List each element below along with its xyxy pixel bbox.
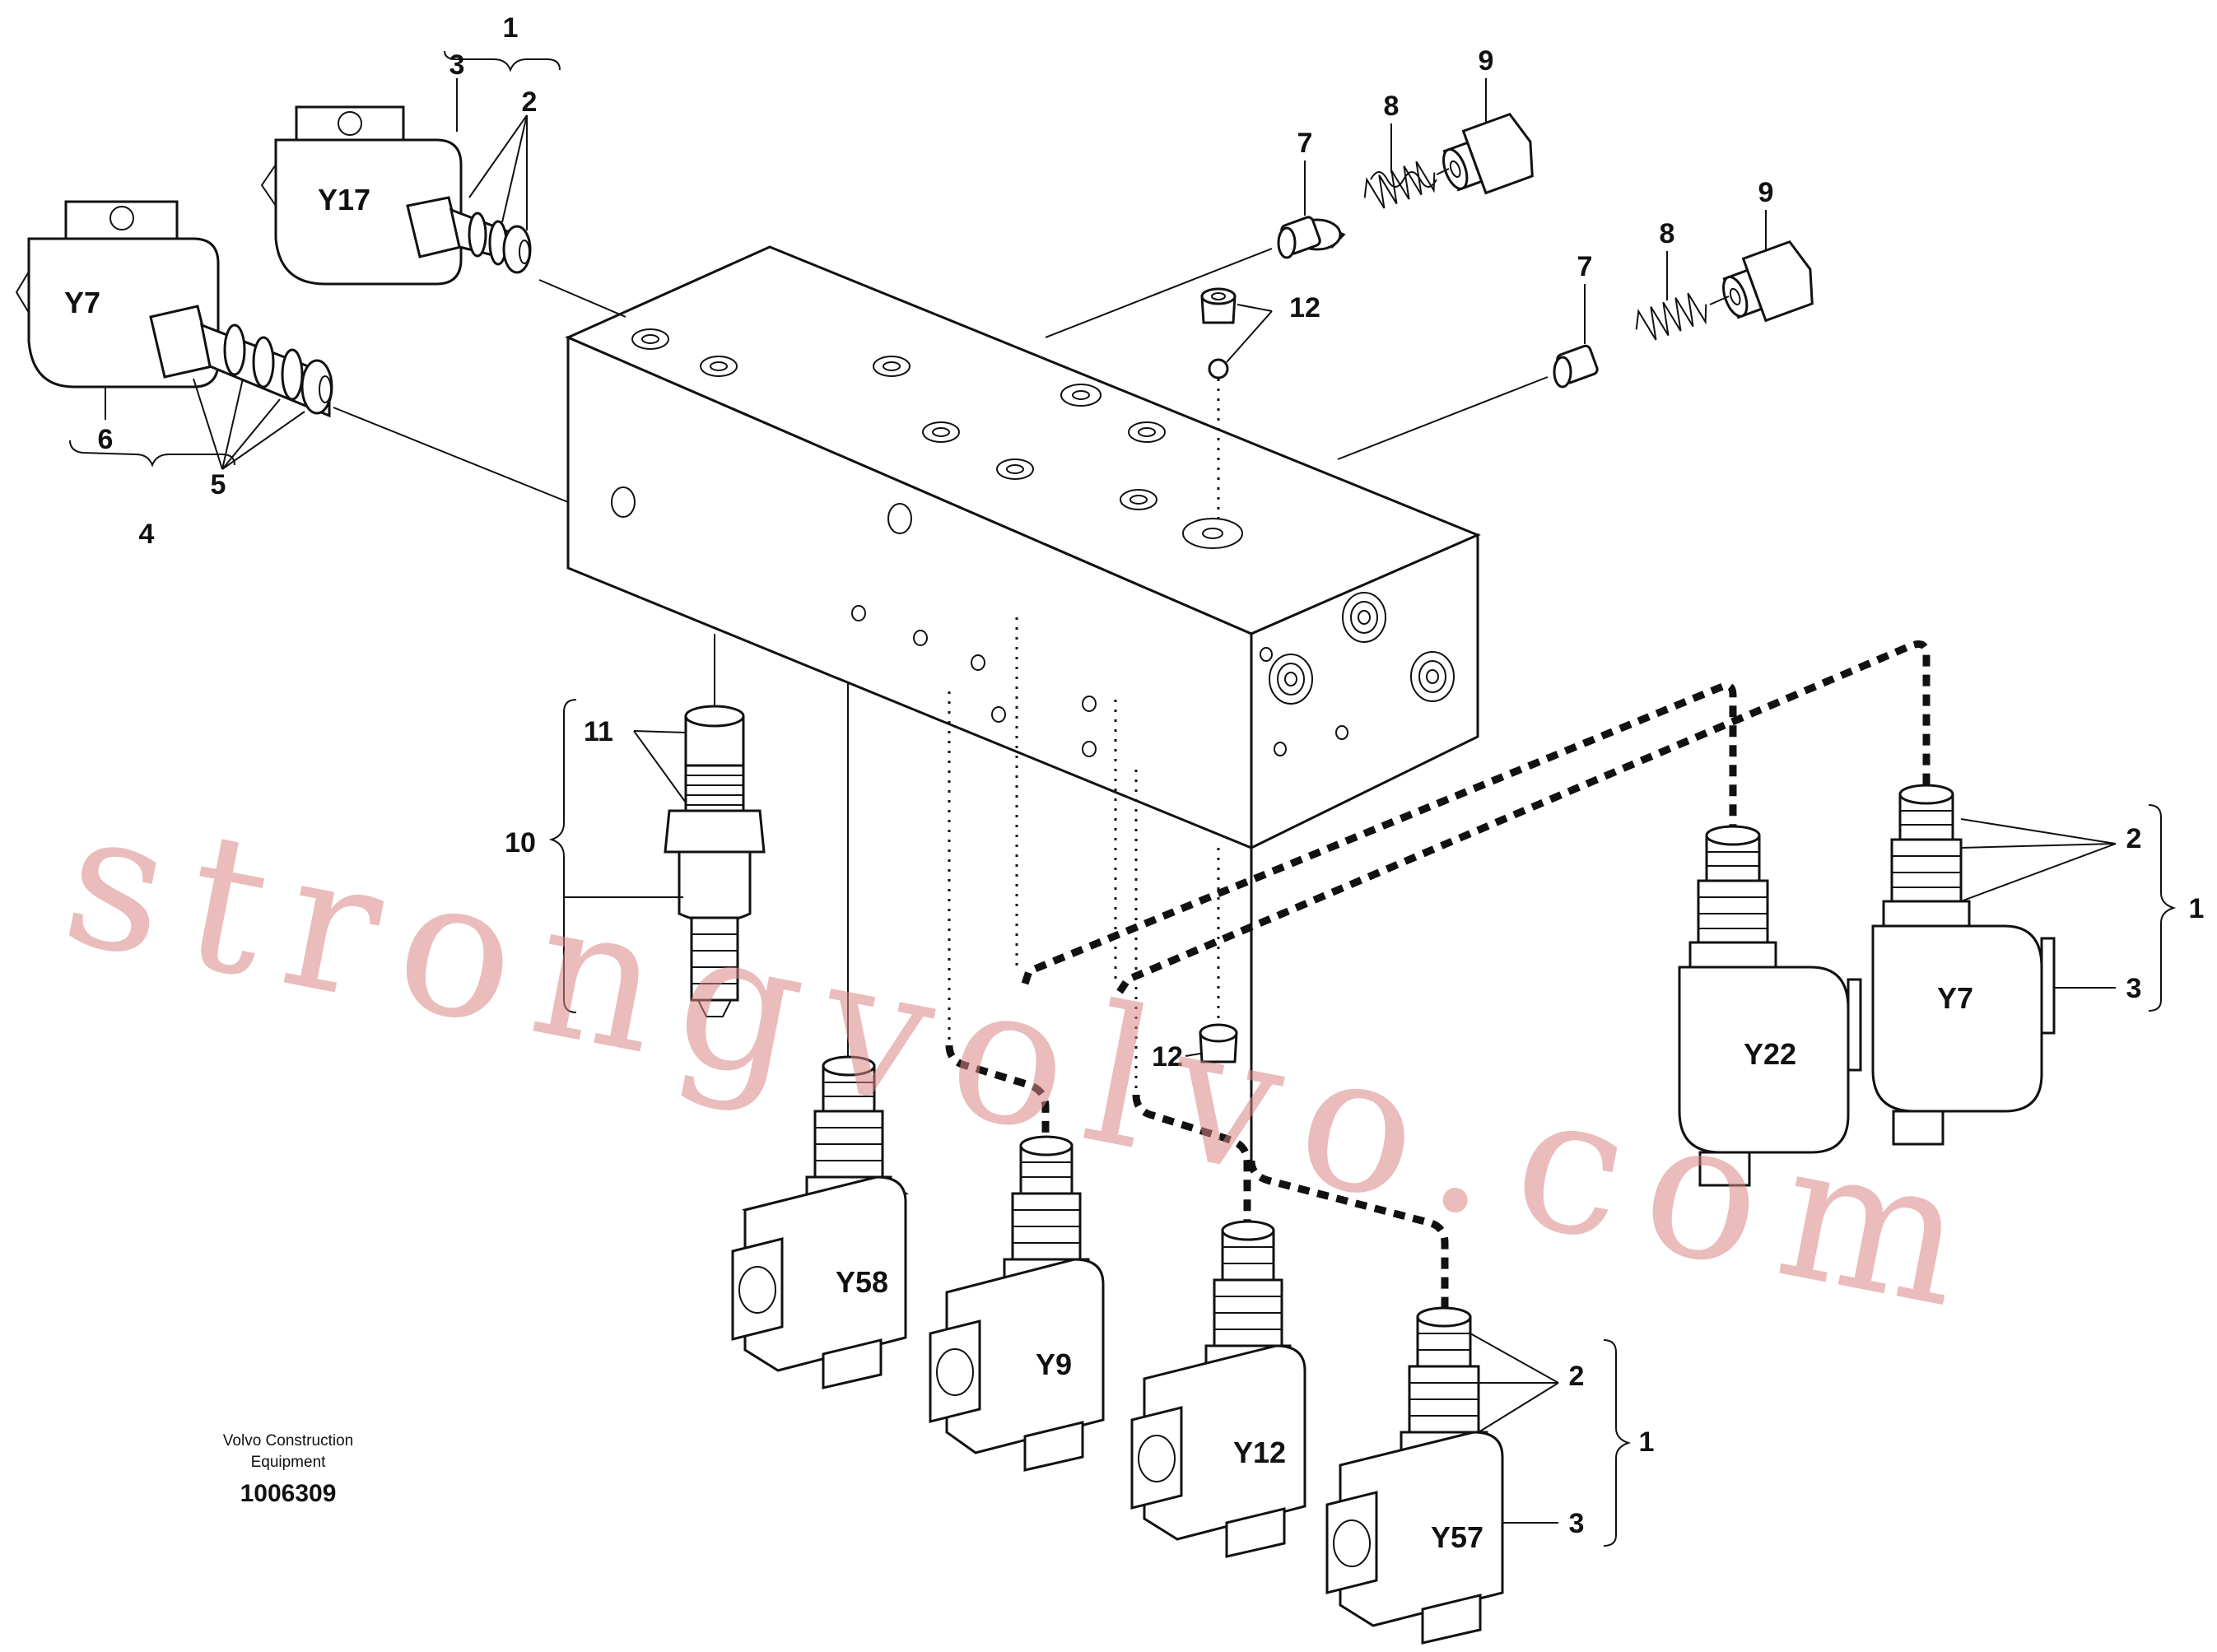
callout-3-bottom: 3 (1569, 1508, 1585, 1539)
solenoid-valve-y7-right: Y7 (1871, 784, 2056, 1146)
callout-3-top: 3 (449, 49, 465, 81)
drawing-number: 1006309 (240, 1480, 337, 1507)
coil-label-y12: Y12 (1233, 1436, 1286, 1469)
callout-2-top: 2 (522, 86, 538, 118)
solenoid-valve-y22: Y22 (1678, 825, 1862, 1187)
callout-9-b: 9 (1758, 177, 1774, 208)
callout-7-b: 7 (1577, 251, 1593, 282)
leader-lines (69, 50, 2177, 1547)
valve-block (565, 245, 1481, 850)
plug-12-bottom (1199, 848, 1238, 1063)
callout-10: 10 (505, 827, 536, 859)
callout-7-a: 7 (1297, 128, 1313, 159)
coil-label-y58: Y58 (836, 1265, 888, 1299)
coil-label-y17: Y17 (318, 183, 370, 216)
callout-4: 4 (139, 519, 155, 550)
solenoid-valve-y9: Y9 (929, 691, 1105, 1472)
callout-numbers: 1 2 3 4 5 6 7 8 9 7 8 9 12 12 10 11 2 1 … (98, 12, 2205, 1539)
plug-12-top (1200, 287, 1237, 527)
solenoid-valve-y12: Y12 (1130, 770, 1306, 1558)
callout-12-bottom: 12 (1152, 1041, 1183, 1073)
callout-2-right: 2 (2126, 823, 2142, 854)
coil-label-y22: Y22 (1744, 1037, 1796, 1071)
coil-label-y7-top: Y7 (64, 286, 100, 319)
callout-1-right: 1 (2189, 893, 2205, 924)
coil-label-y7-right: Y7 (1937, 981, 1973, 1015)
coil-label-y57: Y57 (1431, 1520, 1483, 1554)
callout-1-bottom: 1 (1639, 1426, 1655, 1458)
pressure-relief-set-b (1553, 240, 1814, 389)
drawing-caption: Volvo Construction Equipment 1006309 (165, 1431, 412, 1508)
company-name-line2: Equipment (250, 1454, 326, 1471)
pressure-relief-set-a (1277, 112, 1534, 259)
callout-3-right: 3 (2126, 973, 2142, 1004)
callout-12-top: 12 (1289, 292, 1320, 323)
callout-8-b: 8 (1660, 218, 1675, 249)
callout-6: 6 (98, 424, 114, 455)
company-name-line1: Volvo Construction (222, 1432, 354, 1450)
solenoid-valve-y7-top: Y7 (15, 200, 333, 418)
solenoid-valve-y58: Y58 (731, 683, 909, 1389)
coil-label-y9: Y9 (1036, 1347, 1072, 1381)
solenoid-valve-y17: Y17 (260, 105, 532, 286)
callout-8-a: 8 (1384, 91, 1400, 122)
callout-9-a: 9 (1479, 45, 1494, 77)
callout-1-top: 1 (503, 12, 519, 44)
pressure-sensor (664, 634, 766, 1017)
callout-2-bottom: 2 (1569, 1361, 1585, 1392)
solenoid-valve-y57: Y57 (1247, 848, 1504, 1645)
callout-5: 5 (211, 469, 226, 500)
callout-11: 11 (584, 716, 613, 747)
